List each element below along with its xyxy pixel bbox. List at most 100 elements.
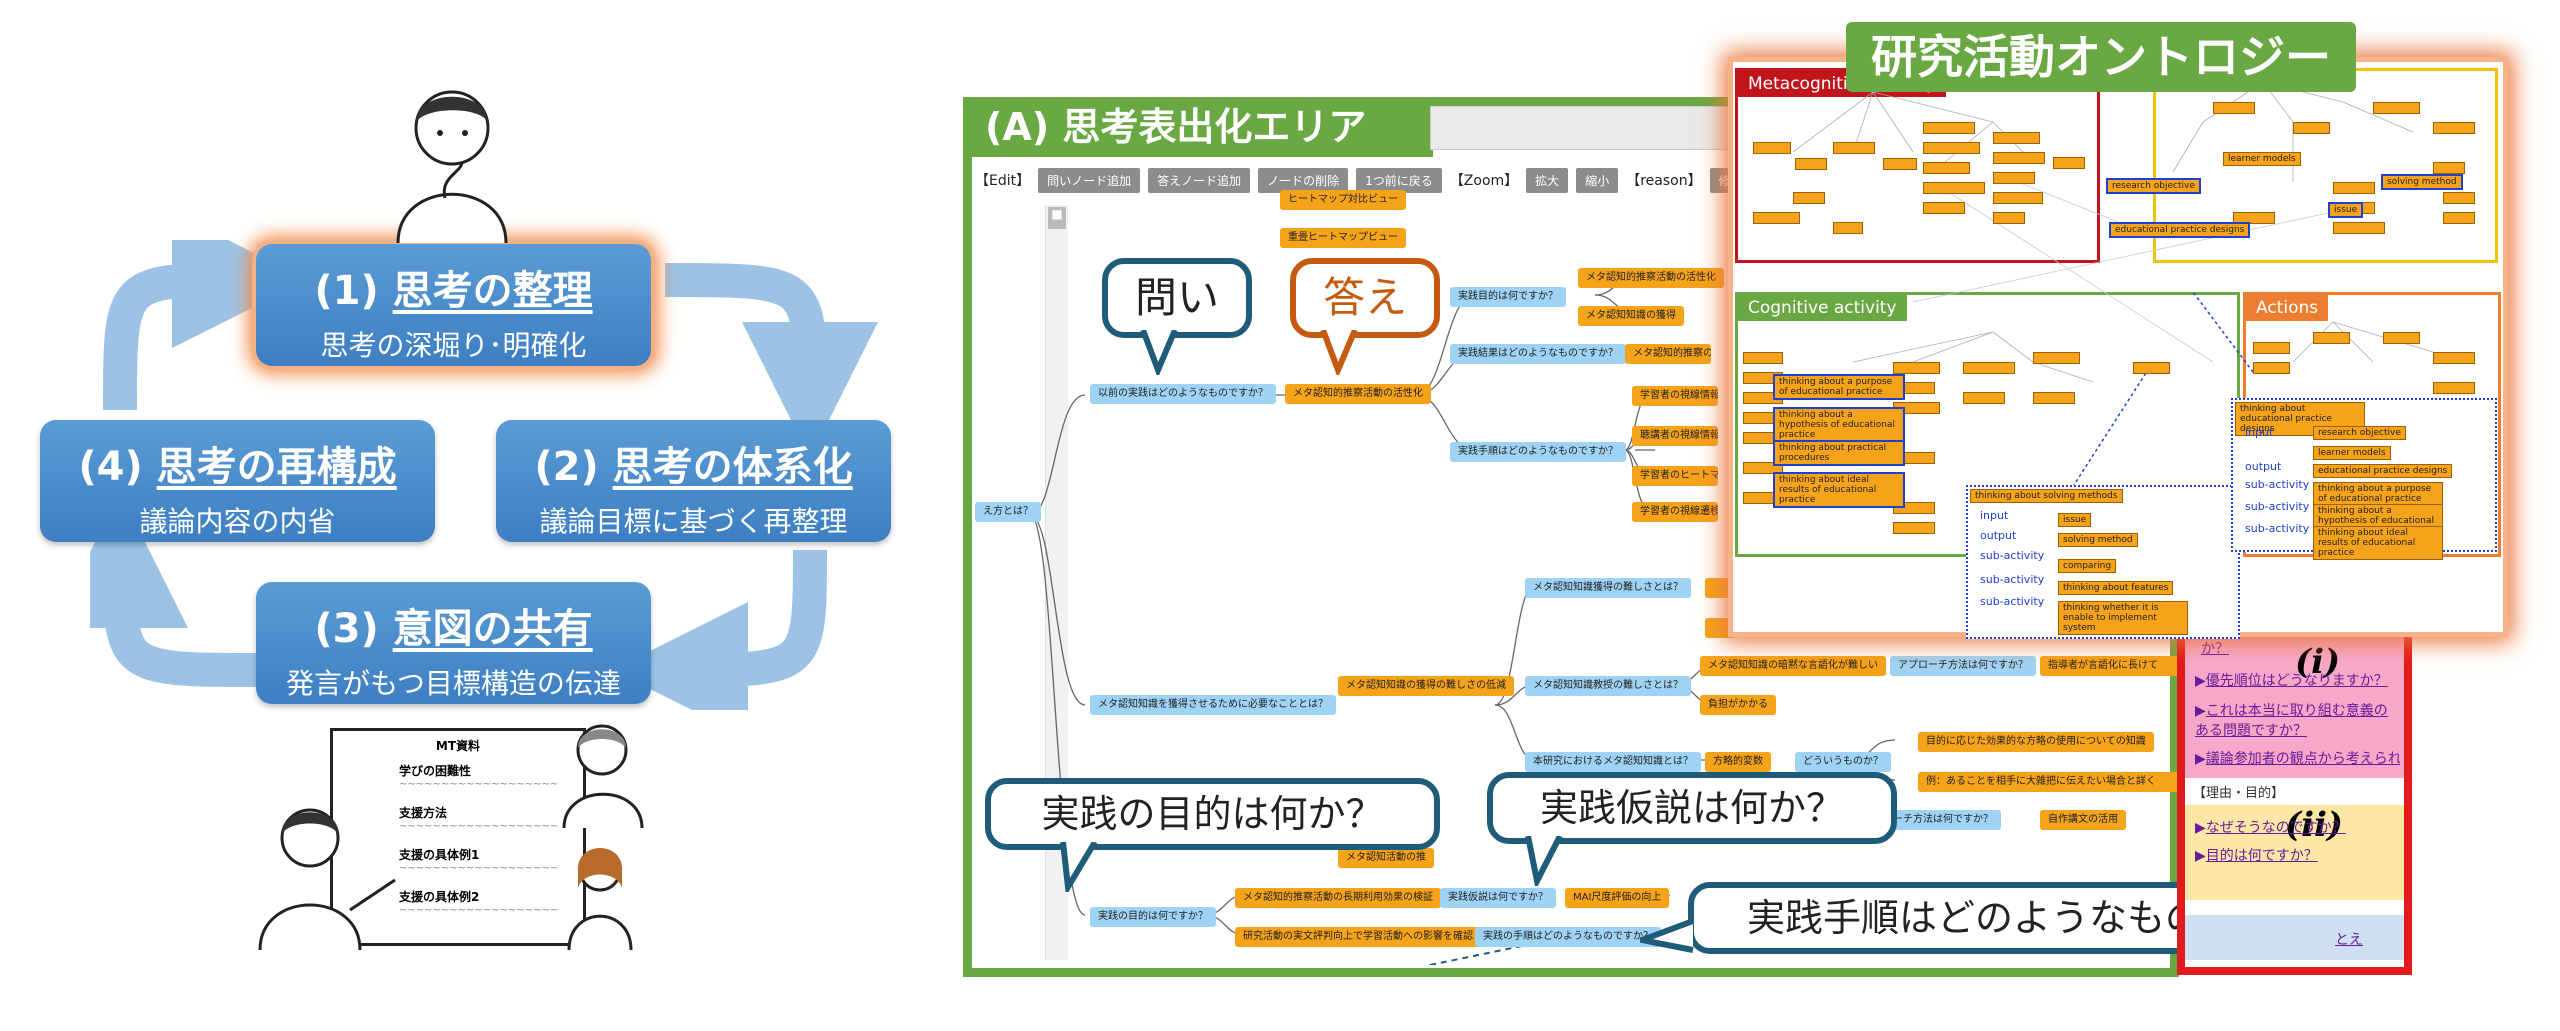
ontology-node	[1753, 212, 1800, 224]
ontology-node	[2433, 382, 2475, 394]
ontology-node	[1883, 158, 1917, 170]
reason-section-label: 【理由・目的】	[2193, 786, 2285, 801]
zoom-in-button[interactable]: 拡大	[1526, 167, 1569, 193]
ontology-node	[1753, 142, 1791, 154]
cognitive-section: Cognitive activity	[1735, 292, 2240, 557]
prompt-link-why[interactable]: なぜそうなのですか？	[2205, 820, 2346, 836]
ontology-node	[2053, 157, 2085, 169]
hypothesis-callout: 実践仮説は何か？	[1487, 772, 1897, 844]
prompt-link-purpose[interactable]: 目的は何ですか？	[2205, 848, 2318, 864]
add-question-node-button[interactable]: 問いノード追加	[1038, 167, 1141, 193]
solving-methods-inset: thinking about solving methods input iss…	[1966, 485, 2240, 639]
cycle-step-1: (1) 思考の整理 思考の深堀り･明確化	[256, 244, 651, 366]
add-answer-node-button[interactable]: 答えノード追加	[1148, 167, 1251, 193]
sub-activity-label: sub-activity	[2245, 478, 2310, 491]
answer-node[interactable]: MAI尺度評価の向上	[1565, 888, 1670, 908]
ontology-node-think-purpose: thinking about a purpose of educational …	[2313, 482, 2443, 506]
answer-node[interactable]: 学習者の視線遷移を	[1632, 502, 1718, 522]
sub-activity-label: sub-activity	[2245, 500, 2310, 513]
whiteboard-item: 支援方法	[399, 806, 448, 820]
answer-node[interactable]: 自作講文の活用	[2040, 810, 2126, 830]
whiteboard-item: 支援の具体例1	[399, 848, 480, 862]
question-node[interactable]: メタ認知知識教授の難しさとは？	[1525, 676, 1691, 696]
ontology-node	[2213, 102, 2255, 114]
question-node[interactable]: 実践の目的は何ですか？	[1090, 907, 1216, 927]
answer-node[interactable]: メタ認知的推察活動の活性化	[1578, 268, 1724, 288]
ontology-node	[1793, 192, 1825, 204]
answer-node[interactable]: 負担がかかる	[1700, 695, 1776, 715]
answer-node[interactable]: メタ認知的推察の	[1625, 344, 1711, 364]
ontology-node	[1923, 122, 1975, 134]
ontology-node	[1963, 392, 2005, 404]
answer-node[interactable]: メタ認知知識の獲得	[1578, 306, 1684, 326]
answer-node[interactable]	[1705, 618, 1735, 638]
answer-node[interactable]: 研究活動の実文評判向上で学習活動への影響を確認	[1235, 927, 1481, 947]
cycle-step-2: (2) 思考の体系化 議論目標に基づく再整理	[496, 420, 891, 542]
ontology-node	[1795, 158, 1827, 170]
ontology-node	[1893, 362, 1940, 374]
ontology-node	[1993, 212, 2025, 224]
question-node[interactable]: メタ認知知識を獲得させるために必要なこととは？	[1090, 695, 1336, 715]
answer-node[interactable]: メタ認知知識の獲得の難しさの低減	[1338, 676, 1514, 696]
question-node[interactable]: 実践の手順はどのようなものですか？	[1475, 927, 1661, 947]
ontology-tree-lines	[1792, 81, 2434, 503]
answer-node[interactable]: ヒートマップ対比ビュー	[1280, 190, 1406, 210]
purpose-callout: 実践の目的は何か？	[985, 778, 1440, 850]
collapse-icon[interactable]: ■	[1048, 207, 1066, 229]
input-label: input	[1980, 509, 2009, 522]
ontology-node-learner-models: learner models	[2223, 152, 2301, 166]
ontology-node	[2033, 352, 2080, 364]
ontology-node	[1893, 522, 1935, 534]
listener-man-icon	[562, 724, 644, 828]
answer-node[interactable]: メタ認知活動の推	[1338, 848, 1434, 868]
question-node[interactable]: 実践目的は何ですか？	[1450, 287, 1566, 307]
answer-node[interactable]: 学習者の視線情報取	[1632, 386, 1718, 406]
answer-node[interactable]: 聴講者の視線情報取	[1632, 426, 1718, 446]
answer-node[interactable]: メタ認知知識の暗黙な言語化が難しい	[1700, 656, 1886, 676]
ontology-node	[1923, 142, 1980, 154]
ontology-node	[2333, 182, 2375, 194]
answer-node[interactable]: メタ認知的推察活動の長期利用効果の検証	[1235, 888, 1441, 908]
ontology-node-solving-method: solving method	[2058, 533, 2138, 547]
answer-node[interactable]: 重畳ヒートマップビュー	[1280, 228, 1406, 248]
ontology-node	[1923, 182, 1985, 194]
sub-activity-label: sub-activity	[1980, 573, 2045, 586]
question-node[interactable]: え方とは？	[975, 502, 1041, 522]
ontology-node	[2313, 332, 2350, 344]
prompt-link-viewpoint[interactable]: 議論参加者の観点から考えられて	[2205, 751, 2400, 767]
prompt-link[interactable]: とえ	[2335, 932, 2363, 948]
ontology-node-think-ideal: thinking about ideal results of educatio…	[1773, 472, 1905, 508]
step-1-number: (1)	[314, 268, 393, 314]
ontology-node	[1993, 192, 2043, 204]
answer-node[interactable]: 学習者のヒートマップ	[1632, 466, 1718, 486]
ontology-node-think-ideal: thinking about ideal results of educatio…	[2313, 526, 2443, 560]
question-node[interactable]: メタ認知知識獲得の難しさとは？	[1525, 578, 1691, 598]
question-node[interactable]: 本研究におけるメタ認知知識とは？	[1525, 752, 1701, 772]
answer-node[interactable]: 目的に応じた効果的な方略の使用についての知識	[1918, 732, 2154, 752]
zoom-out-button[interactable]: 縮小	[1576, 167, 1619, 193]
undo-button[interactable]: 1つ前に戻る	[1356, 167, 1442, 193]
answer-node[interactable]: メタ認知的推察活動の活性化	[1285, 384, 1431, 404]
answer-node[interactable]	[1705, 578, 1735, 598]
question-node[interactable]: 実践手順はどのようなものですか？	[1450, 442, 1626, 462]
step-1-title: 思考の整理	[392, 268, 593, 314]
question-callout-tail	[1140, 330, 1178, 375]
prompt-link-priority[interactable]: 優先順位はどうなりますか？	[2205, 673, 2388, 689]
ontology-node	[2233, 212, 2275, 224]
answer-node[interactable]: 方略的変数	[1705, 752, 1771, 772]
answer-node[interactable]: 例：あることを相手に大雑把に伝えたい場合と詳く	[1918, 772, 2189, 792]
prompt-link[interactable]: か？	[2201, 641, 2229, 657]
delete-node-button[interactable]: ノードの削除	[1258, 167, 1349, 193]
ontology-node	[2443, 212, 2475, 224]
ontology-node-edu-designs: educational practice designs	[2313, 464, 2453, 478]
answer-node[interactable]: 指導者が言語化に長けて	[2040, 656, 2191, 676]
ontology-node	[1993, 152, 2045, 164]
question-node[interactable]: 以前の実践はどのようなものですか？	[1090, 384, 1276, 404]
question-node[interactable]: どういうものか？	[1795, 752, 1891, 772]
question-node[interactable]: アプローチ方法は何ですか？	[1890, 656, 2036, 676]
purpose-callout-tail	[1060, 842, 1098, 892]
question-node[interactable]: 実践仮説は何ですか？	[1440, 888, 1556, 908]
question-node[interactable]: 実践結果はどのようなものですか？	[1450, 344, 1626, 364]
procedure-callout-tail	[1640, 918, 1695, 953]
prompt-link-significance[interactable]: これは本当に取り組む意義のある問題ですか？	[2195, 703, 2388, 739]
